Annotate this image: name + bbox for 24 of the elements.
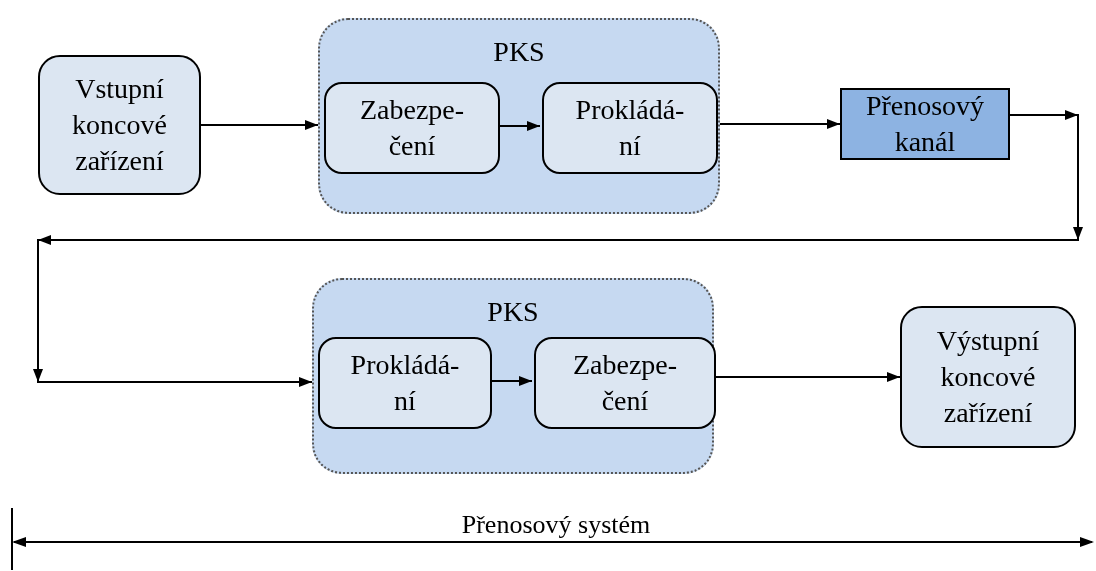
arrow <box>719 119 841 129</box>
node-label: Zabezpe- čení <box>571 348 679 418</box>
node-label: Prokládá- ní <box>349 348 461 418</box>
arrow <box>200 120 319 130</box>
channel-box <box>840 88 1010 160</box>
group-title: PKS <box>492 36 546 68</box>
terminal-box <box>38 55 201 195</box>
arrow <box>497 121 541 131</box>
arrow <box>489 376 533 386</box>
arrow <box>33 110 1083 387</box>
node-label: Vstupní koncové zařízení <box>71 72 168 178</box>
group-title: PKS <box>486 296 540 328</box>
node-label: Zabezpe- čení <box>358 93 466 163</box>
node-label: Prokládá- ní <box>574 93 686 163</box>
process-box <box>318 337 492 429</box>
terminal-box <box>900 306 1076 448</box>
arrow <box>713 372 901 382</box>
process-box <box>542 82 718 174</box>
process-box <box>534 337 716 429</box>
group-container <box>318 18 720 214</box>
node-label: Přenosový kanál <box>864 89 986 159</box>
group-container <box>312 278 714 474</box>
process-box <box>324 82 500 174</box>
node-label: Výstupní koncové zařízení <box>935 324 1041 430</box>
